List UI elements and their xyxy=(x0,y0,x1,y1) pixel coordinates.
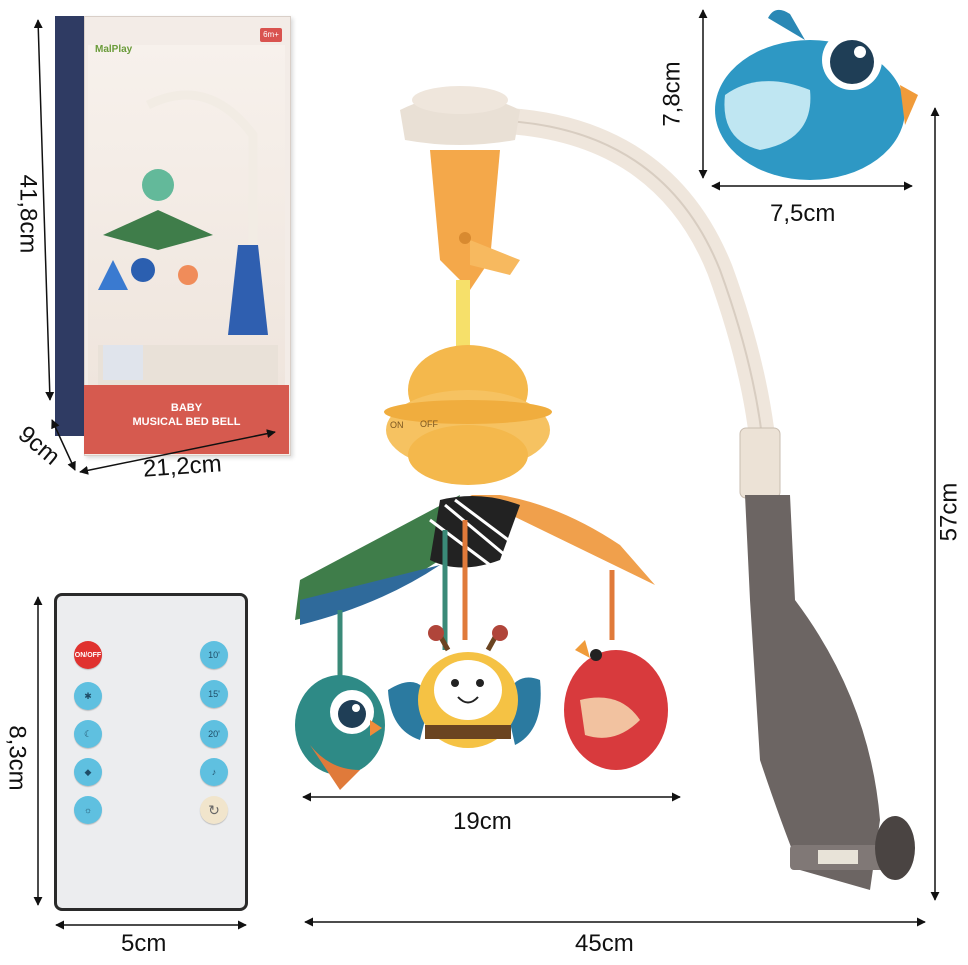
bird-height-label: 7,8cm xyxy=(658,61,686,127)
red-bird-toy xyxy=(564,640,668,770)
light-bulb-icon[interactable]: ✱ xyxy=(74,682,102,710)
timer-15-button[interactable]: 15' xyxy=(200,680,228,708)
timer-20-button[interactable]: 20' xyxy=(200,720,228,748)
remote-control: ON/OFF ✱ ☾ ◆ ☼ 10' 15' 20' ♪ ↻ xyxy=(54,593,248,911)
box-width-label: 21,2cm xyxy=(142,450,223,483)
power-button[interactable]: ON/OFF xyxy=(74,641,102,669)
bee-toy xyxy=(388,625,541,748)
cycle-icon[interactable]: ↻ xyxy=(200,796,228,824)
box-side-panel xyxy=(55,16,85,436)
sun-icon[interactable]: ☼ xyxy=(74,796,102,824)
timer-10-button[interactable]: 10' xyxy=(200,641,228,669)
box-height-label: 41,8cm xyxy=(14,174,42,254)
leaf-canopy xyxy=(295,495,655,625)
bird-plush-closeup xyxy=(715,9,918,180)
toy-strings xyxy=(337,520,615,680)
water-drop-icon[interactable]: ◆ xyxy=(74,758,102,786)
moon-icon[interactable]: ☾ xyxy=(74,720,102,748)
hanging-ribbon xyxy=(456,280,470,360)
box-illustration xyxy=(88,45,285,385)
bird-width-label: 7,5cm xyxy=(770,200,836,227)
switch-off-label: OFF xyxy=(420,419,438,429)
dimension-lines xyxy=(33,9,940,930)
owl-toy xyxy=(295,675,385,790)
crib-clamp xyxy=(745,495,915,890)
remote-width-label: 5cm xyxy=(121,930,167,957)
mobile-height-label: 57cm xyxy=(935,482,963,542)
box-age-badge: 6m+ xyxy=(260,28,282,42)
toys-width-label: 19cm xyxy=(453,808,512,835)
remote-height-label: 8,3cm xyxy=(3,725,31,791)
volume-icon[interactable]: ♪ xyxy=(200,758,228,786)
switch-on-label: ON xyxy=(390,420,404,430)
box-title-line-1: BABY xyxy=(170,402,203,414)
toy-hanger-clip xyxy=(430,150,520,290)
music-box xyxy=(384,345,552,485)
mobile-width-label: 45cm xyxy=(575,930,634,957)
box-brand-logo: MalPlay xyxy=(95,44,133,55)
box-title-line-2: MUSICAL BED BELL xyxy=(132,416,241,428)
